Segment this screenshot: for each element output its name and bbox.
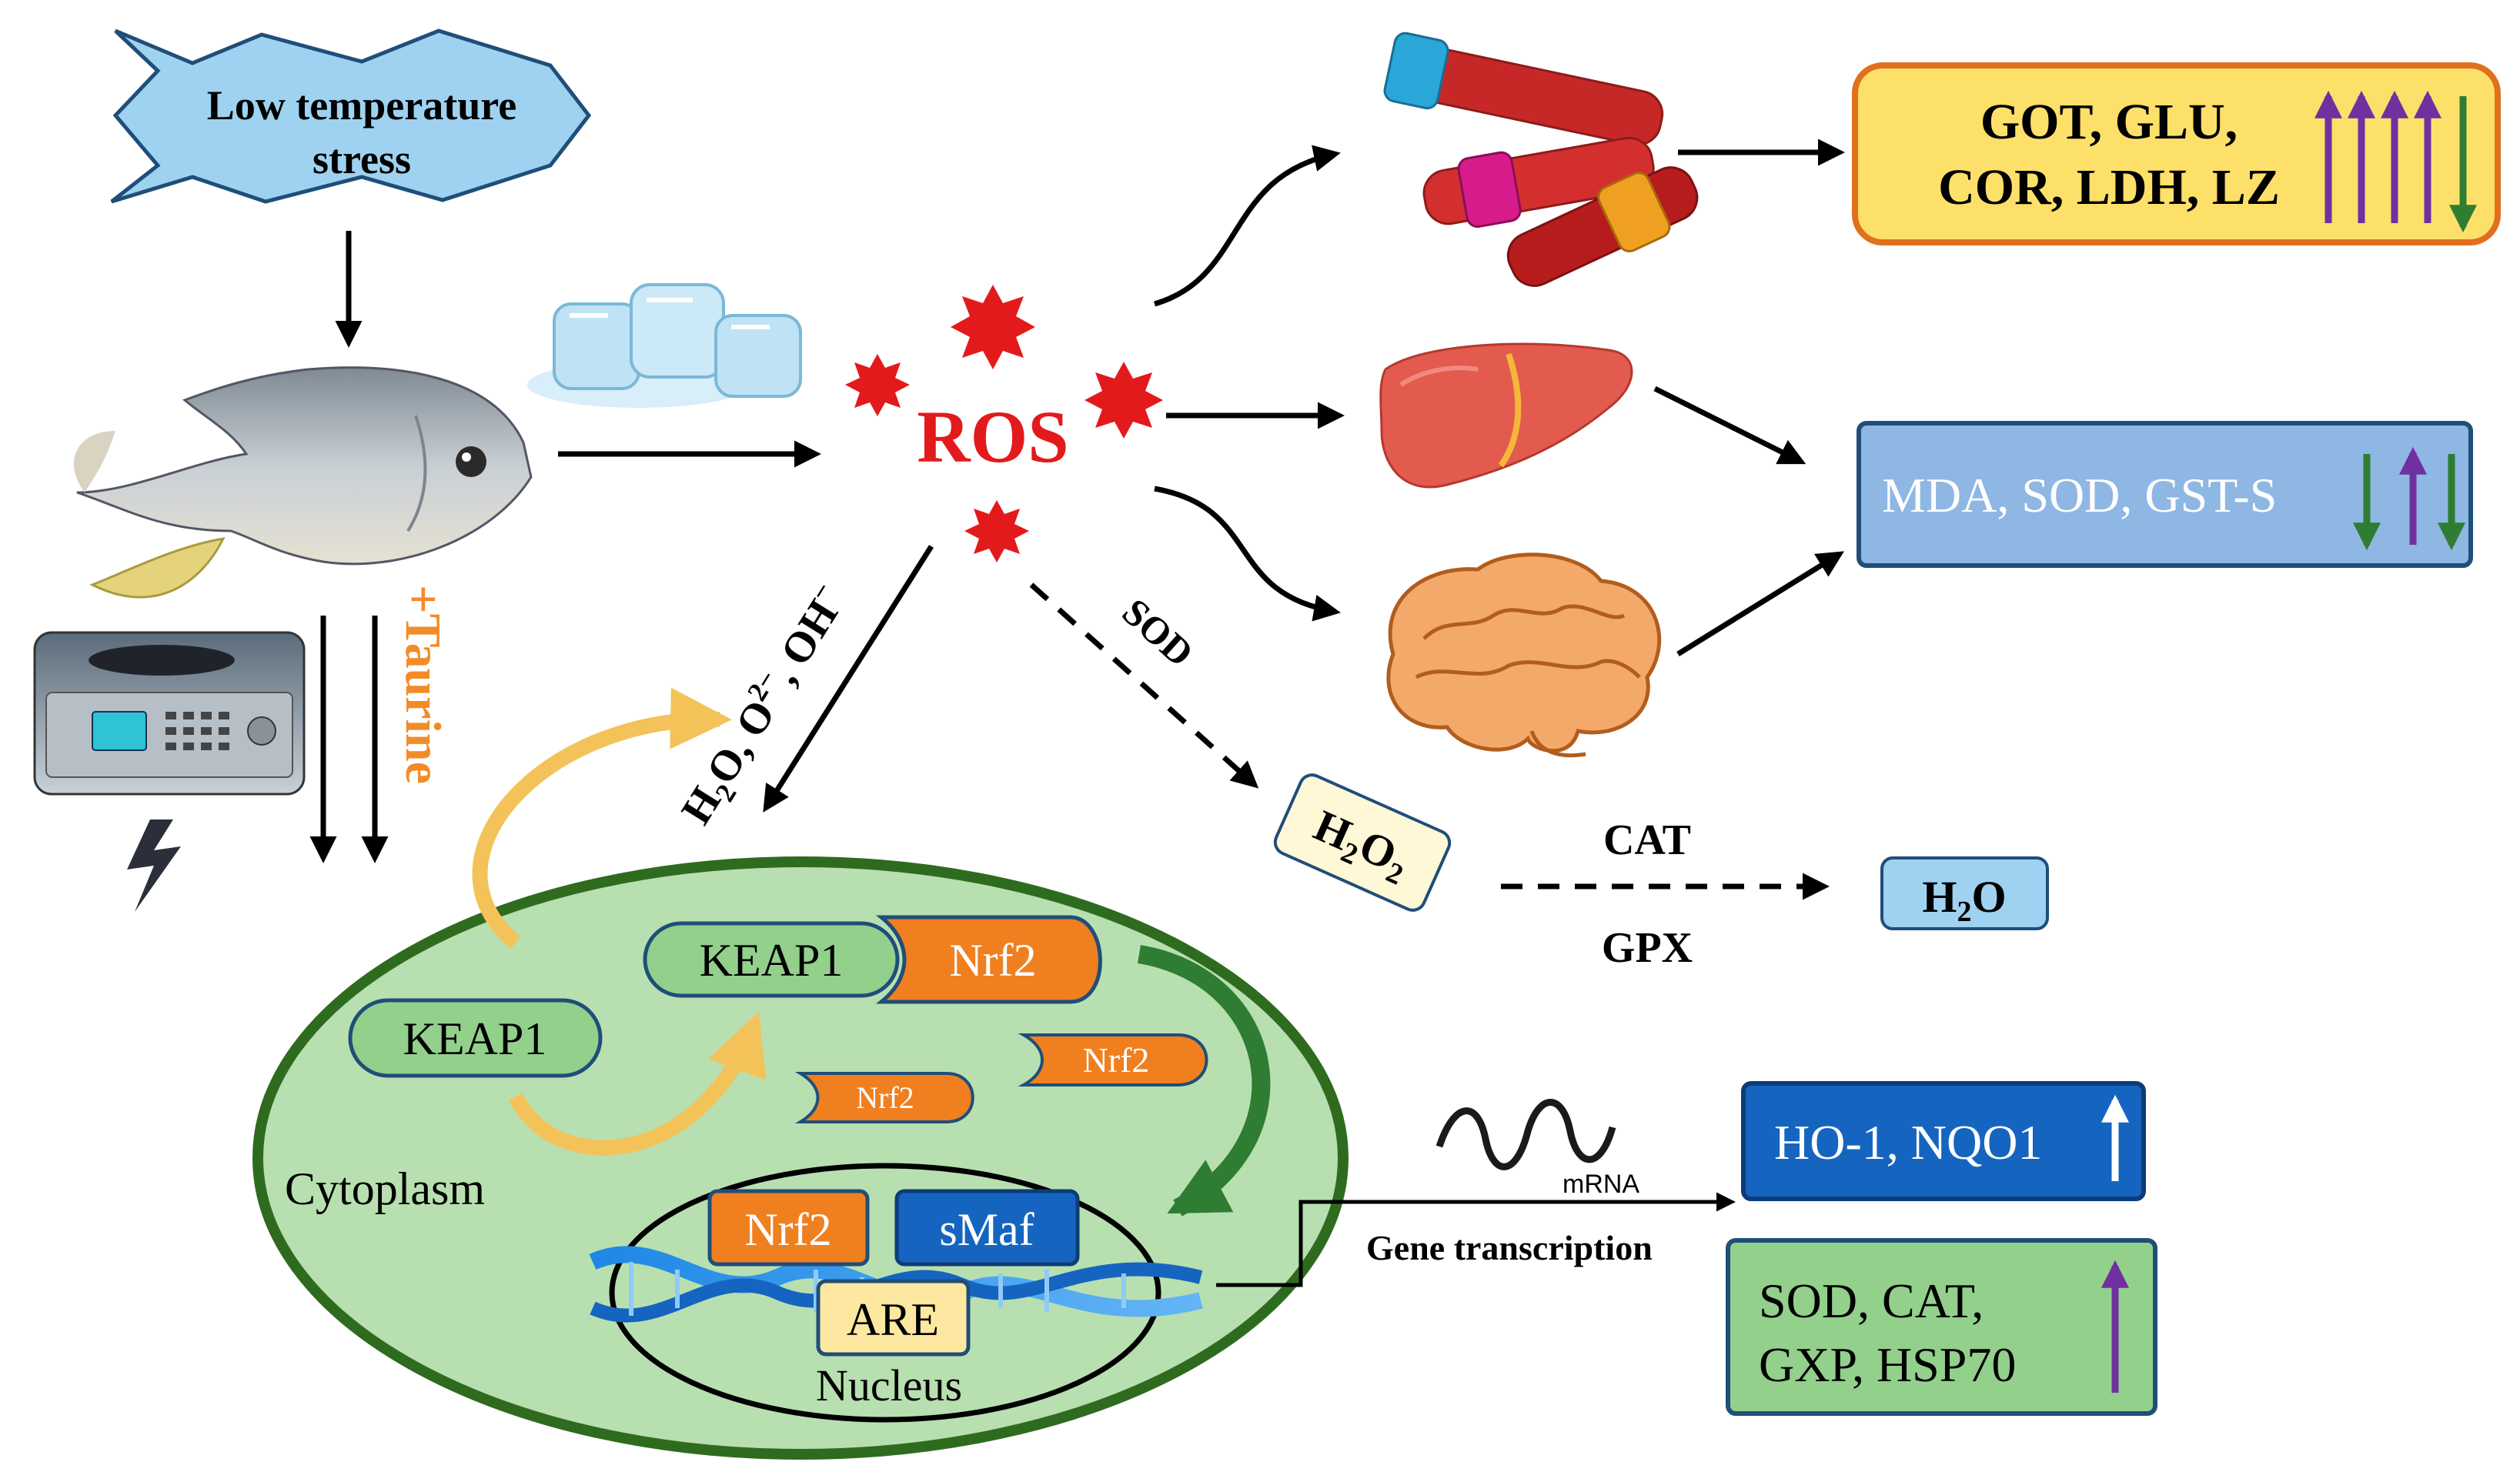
nrf2-pill xyxy=(875,915,1102,1004)
ros-label: ROS xyxy=(917,396,1068,478)
blood-parameters-box: GOT, GLU, COR, LDH, LZ xyxy=(1852,62,2501,245)
nucleus-label: Nucleus xyxy=(816,1360,962,1410)
smaf-label: sMaf xyxy=(939,1204,1034,1255)
gene-transcription-label: Gene transcription xyxy=(1366,1228,1653,1267)
taurine-label: +Taurine xyxy=(395,585,451,784)
arrow-ros-to-brain xyxy=(1154,486,1341,622)
tissue-parameters-box: MDA, SOD, GST-S xyxy=(1857,421,2473,568)
nrf2-free-b: Nrf2 xyxy=(1018,1033,1208,1086)
blood-parameters-line2: COR, LDH, LZ xyxy=(1938,159,2280,215)
lightning-icon xyxy=(127,819,181,912)
h2o-box: H2O xyxy=(1880,856,2049,930)
ho1-nqo1-box: HO-1, NQO1 xyxy=(1741,1081,2146,1201)
blood-tubes-image xyxy=(1383,32,1699,287)
mrna-wave-icon xyxy=(1435,1099,1616,1170)
liver-image xyxy=(1379,342,1633,489)
nrf2-small-a-label: Nrf2 xyxy=(856,1080,914,1115)
nucleus-membrane xyxy=(609,1163,1161,1423)
cytoplasm-label: Cytoplasm xyxy=(285,1163,485,1214)
blood-parameters-line1: GOT, GLU, xyxy=(1980,94,2238,150)
h2o-label: H2O xyxy=(1922,872,2006,928)
stress-label-line2: stress xyxy=(312,136,411,182)
pompano-fish-image xyxy=(73,366,533,599)
keap1-top-label: KEAP1 xyxy=(700,935,844,986)
arrow-liver-to-box xyxy=(1653,386,1806,465)
tissue-parameters-text: MDA, SOD, GST-S xyxy=(1882,468,2277,522)
arrow-ros-to-h2o2 xyxy=(1029,582,1259,789)
h2o2-box: H2O2 xyxy=(1273,773,1452,912)
antioxidant-genes-line1: SOD, CAT, xyxy=(1759,1273,1984,1328)
arrow-ros-to-blood xyxy=(1154,145,1341,307)
nrf2-top-label: Nrf2 xyxy=(949,935,1036,986)
gpx-label: GPX xyxy=(1602,924,1693,972)
ros-star-icon xyxy=(964,500,1029,562)
arrow-keap1-release xyxy=(472,687,732,949)
arrow-nrf2-translocation xyxy=(1138,945,1271,1217)
ros-star-icon xyxy=(951,285,1035,369)
antioxidant-genes-line2: GXP, HSP70 xyxy=(1759,1337,2016,1392)
ros-star-icon xyxy=(845,354,910,416)
stress-badge: Low temperature stress xyxy=(110,28,592,204)
keap1-free: KEAP1 xyxy=(348,998,603,1078)
ros-star-icon xyxy=(1085,362,1163,439)
brain-image xyxy=(1386,552,1662,758)
nrf2-free-a: Nrf2 xyxy=(794,1072,974,1123)
nucleus-nrf2-box: Nrf2 xyxy=(707,1189,870,1267)
arrow-brain-to-box xyxy=(1676,551,1844,656)
are-label: ARE xyxy=(847,1294,939,1345)
ice-cubes-image xyxy=(527,283,802,408)
are-box: ARE xyxy=(816,1279,971,1357)
mrna-label: mRNA xyxy=(1562,1170,1639,1199)
cat-label: CAT xyxy=(1603,816,1691,864)
antioxidant-genes-box: SOD, CAT, GXP, HSP70 xyxy=(1726,1238,2157,1416)
arrow-gene-transcription xyxy=(1216,1192,1736,1287)
electric-device-image xyxy=(33,631,306,912)
keap1-pill xyxy=(643,921,900,998)
arrow-ros-to-cell xyxy=(763,545,934,813)
nucleus-nrf2-label: Nrf2 xyxy=(744,1204,831,1255)
smaf-box: sMaf xyxy=(894,1189,1080,1267)
sod-arrow-label: SOD xyxy=(1115,590,1202,675)
ho1-nqo1-text: HO-1, NQO1 xyxy=(1774,1115,2042,1170)
nrf2-small-b-label: Nrf2 xyxy=(1083,1040,1150,1080)
arrow-keap1-bind xyxy=(508,1011,767,1156)
keap1-nrf2-complex: KEAP1 Nrf2 xyxy=(643,915,1102,1004)
ros-stars xyxy=(845,285,1163,562)
stress-label-line1: Low temperature xyxy=(207,82,516,129)
keap1-left-label: KEAP1 xyxy=(403,1013,547,1064)
